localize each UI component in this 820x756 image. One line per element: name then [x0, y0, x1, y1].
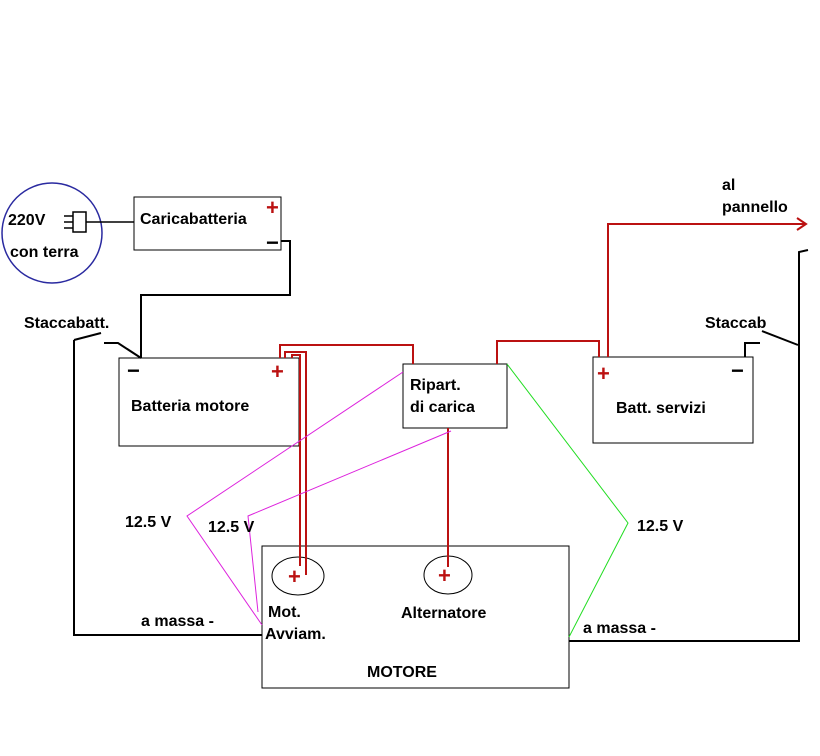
splitter-label-line2: di carica	[410, 399, 475, 416]
alternator-label: Alternatore	[401, 605, 486, 622]
magenta-line-inner	[247, 430, 452, 613]
engine-label: MOTORE	[367, 664, 437, 681]
service-battery-box: + − Batt. servizi	[592, 356, 754, 444]
starter-label-line2: Avviam.	[265, 626, 326, 643]
green-line	[506, 363, 629, 638]
magenta-line-outer	[186, 371, 404, 626]
service-battery-plus-terminal: +	[597, 361, 610, 386]
charger-box: Caricabatteria + −	[133, 195, 282, 255]
engine-battery-to-starter-wire-a	[284, 351, 307, 575]
panel-label-line2: pannello	[722, 199, 788, 216]
mains-circle	[1, 182, 103, 284]
left-switch-blade	[73, 332, 102, 341]
engine-battery-label: Batteria motore	[131, 398, 249, 415]
service-battery-to-panel-wire	[607, 223, 806, 357]
right-switch-label: Staccab	[705, 315, 767, 332]
voltage-label-left-outer: 12.5 V	[125, 514, 172, 531]
starter-terminal	[271, 556, 325, 596]
right-ground-label: a massa -	[583, 620, 656, 637]
plug-icon	[64, 211, 134, 233]
charge-splitter-box: Ripart. di carica	[402, 363, 508, 429]
engine-battery-to-starter-wire-b	[291, 354, 301, 566]
panel-label-line1: al	[722, 177, 735, 194]
charger-negative-wire	[140, 240, 291, 358]
splitter-to-service-battery-wire	[496, 340, 600, 364]
service-battery-label: Batt. servizi	[616, 400, 706, 417]
left-switch-label: Staccabatt.	[24, 315, 109, 332]
right-ground-wire	[569, 249, 809, 642]
mains-voltage: 220V	[8, 212, 46, 229]
ground-wires	[73, 249, 809, 642]
engine-battery-plus-terminal: +	[271, 359, 284, 384]
starter-label-line1: Mot.	[268, 604, 301, 621]
engine-battery-to-splitter-wire	[279, 344, 414, 364]
right-switch-stub	[744, 342, 760, 357]
voltage-label-left-inner: 12.5 V	[208, 519, 255, 536]
charger-plus-terminal: +	[266, 195, 279, 220]
panel-arrow-icon	[796, 217, 808, 231]
left-ground-wire	[73, 340, 262, 636]
engine-battery-box: − + Batteria motore	[118, 357, 300, 447]
engine-box: + + Mot. Avviam. Alternatore MOTORE	[261, 545, 570, 689]
voltage-lines	[186, 363, 629, 638]
positive-wires	[279, 217, 808, 575]
mains-earth-label: con terra	[10, 244, 79, 261]
mains-plug: 220V con terra	[1, 182, 134, 284]
service-battery-minus-terminal: −	[731, 358, 744, 383]
left-switch-lever	[104, 342, 142, 359]
charger-label: Caricabatteria	[140, 211, 247, 228]
alternator-plus-sign: +	[438, 563, 451, 588]
right-switch-blade	[761, 330, 799, 346]
voltage-label-right: 12.5 V	[637, 518, 684, 535]
charger-minus-terminal: −	[266, 230, 279, 255]
engine-battery-minus-terminal: −	[127, 358, 140, 383]
starter-plus-sign: +	[288, 564, 301, 589]
splitter-label-line1: Ripart.	[410, 377, 461, 394]
left-ground-label: a massa -	[141, 613, 214, 630]
